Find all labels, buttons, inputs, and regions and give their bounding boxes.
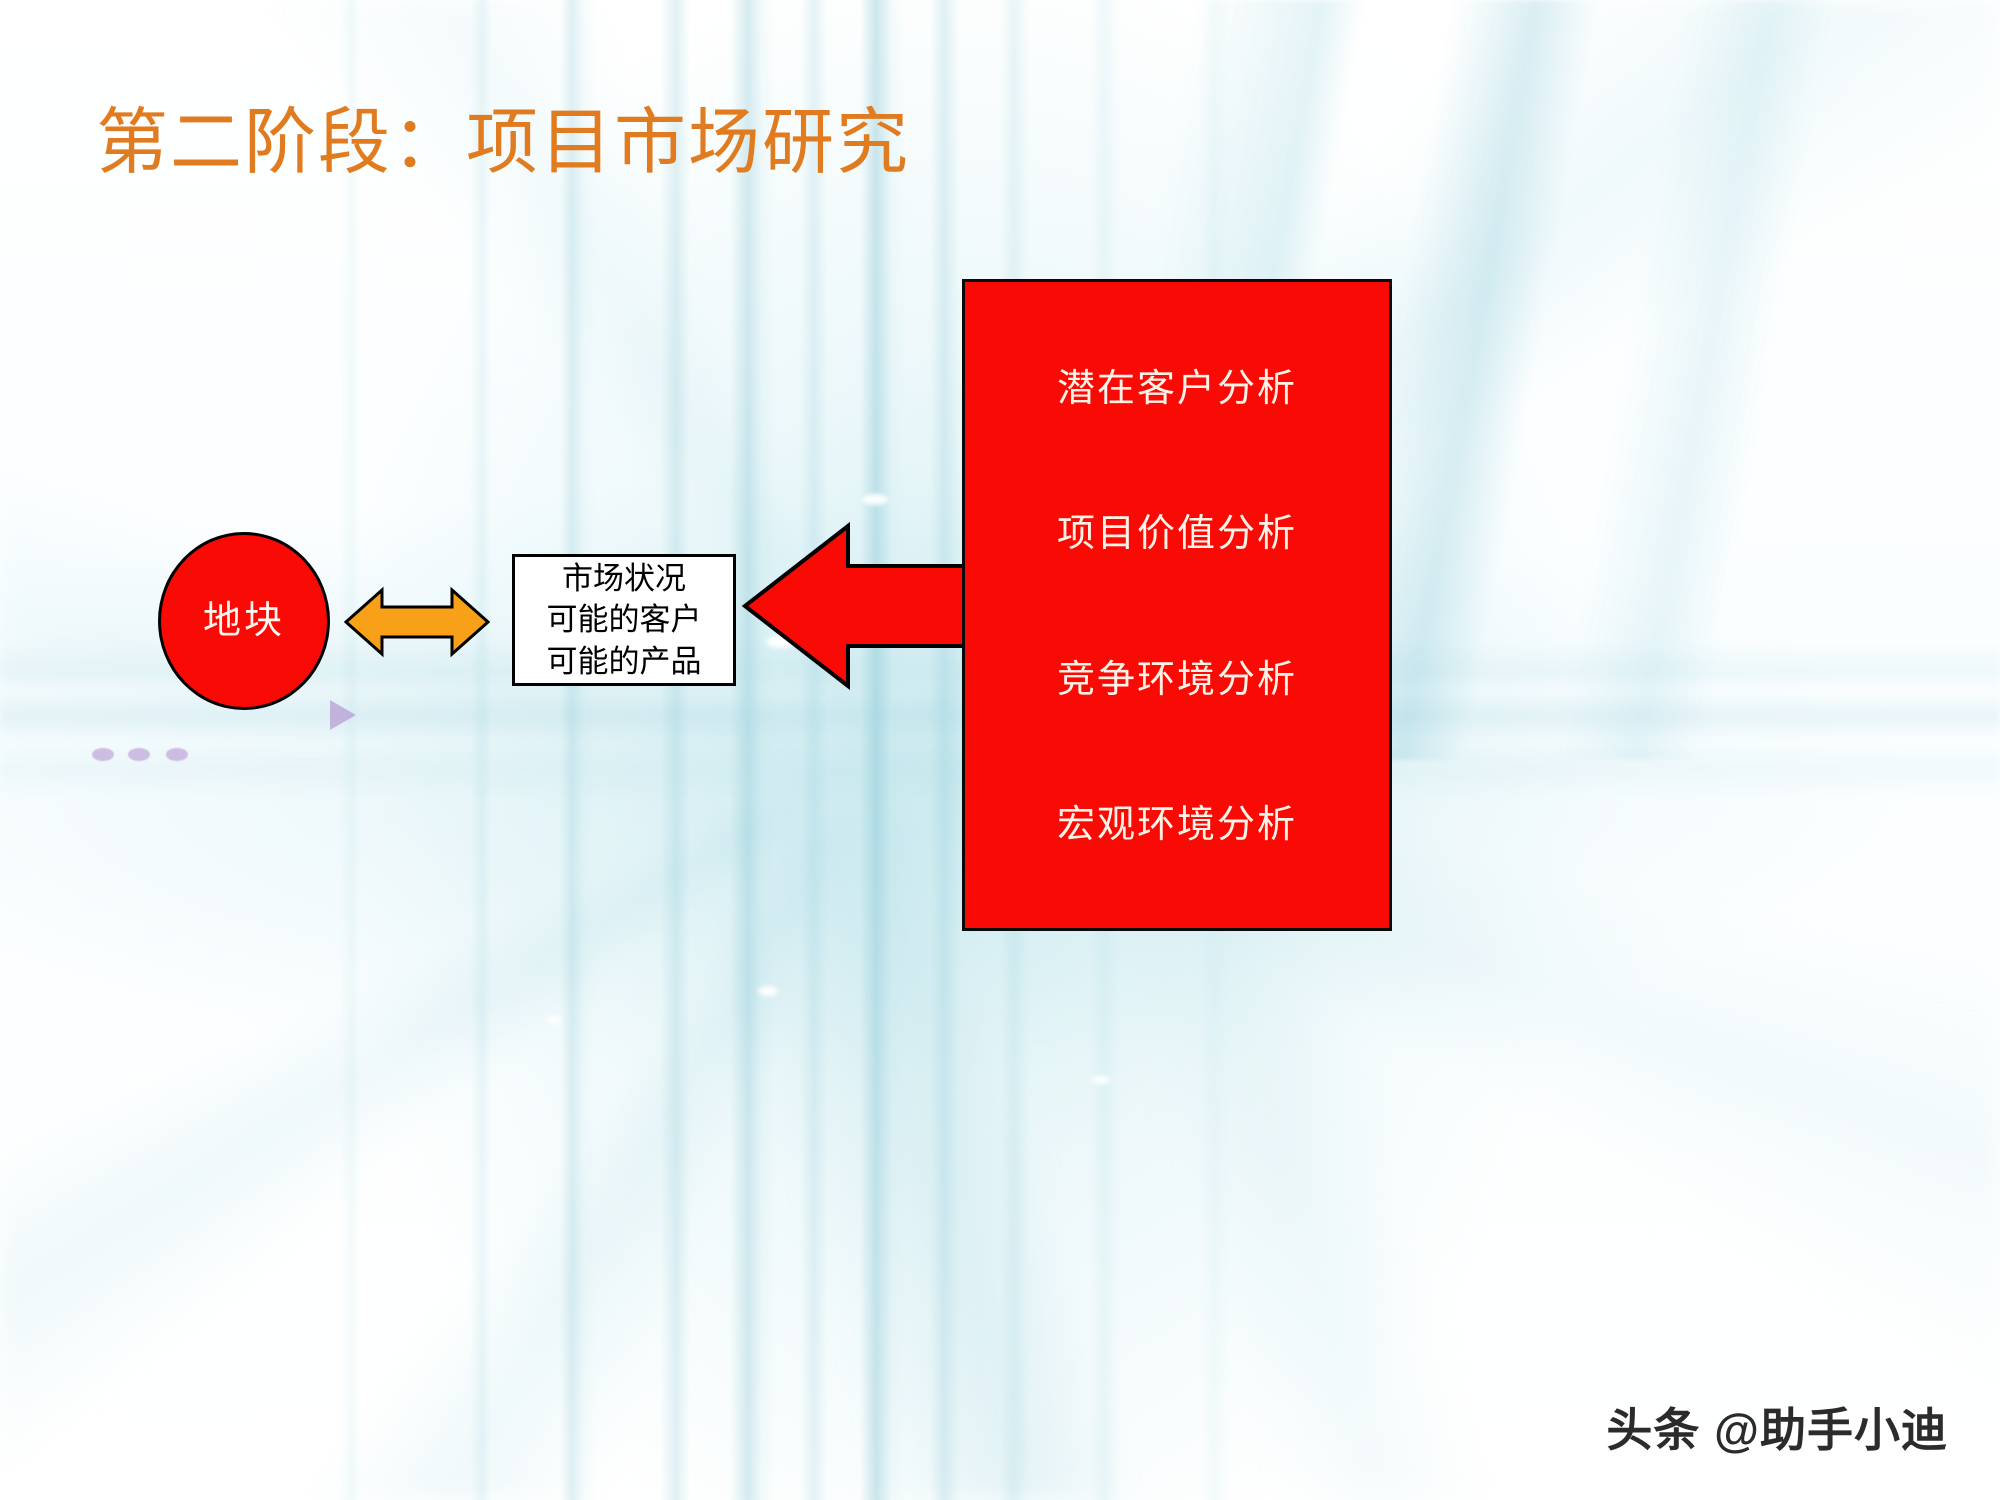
page-title: 第二阶段：项目市场研究 — [96, 103, 911, 183]
analysis-item: 竞争环境分析 — [1056, 658, 1297, 701]
market-findings-line: 市场状况 — [562, 561, 686, 597]
background-sparkle — [758, 986, 778, 996]
market-findings-line: 可能的客户 — [546, 602, 702, 638]
watermark: 头条 @助手小迪 — [1606, 1404, 1948, 1456]
market-findings-line: 可能的产品 — [546, 643, 702, 679]
analysis-item: 项目价值分析 — [1056, 513, 1297, 556]
land-parcel-node: 地块 — [158, 532, 330, 710]
analysis-item: 潜在客户分析 — [1056, 367, 1297, 410]
double-headed-arrow-icon — [343, 586, 491, 658]
background-sparkle — [862, 494, 888, 505]
decor-triangle-icon — [330, 700, 356, 730]
background-sparkle — [1092, 1076, 1110, 1084]
land-parcel-label: 地块 — [202, 600, 285, 642]
background-sparkle — [546, 1016, 562, 1024]
decor-dot — [166, 748, 188, 761]
analysis-item: 宏观环境分析 — [1056, 804, 1297, 847]
decor-dot — [128, 748, 150, 761]
arrow-left-icon — [741, 520, 976, 692]
market-findings-box: 市场状况 可能的客户 可能的产品 — [512, 554, 736, 686]
decor-dot — [92, 748, 114, 761]
analysis-panel: 潜在客户分析 项目价值分析 竞争环境分析 宏观环境分析 — [962, 279, 1392, 931]
